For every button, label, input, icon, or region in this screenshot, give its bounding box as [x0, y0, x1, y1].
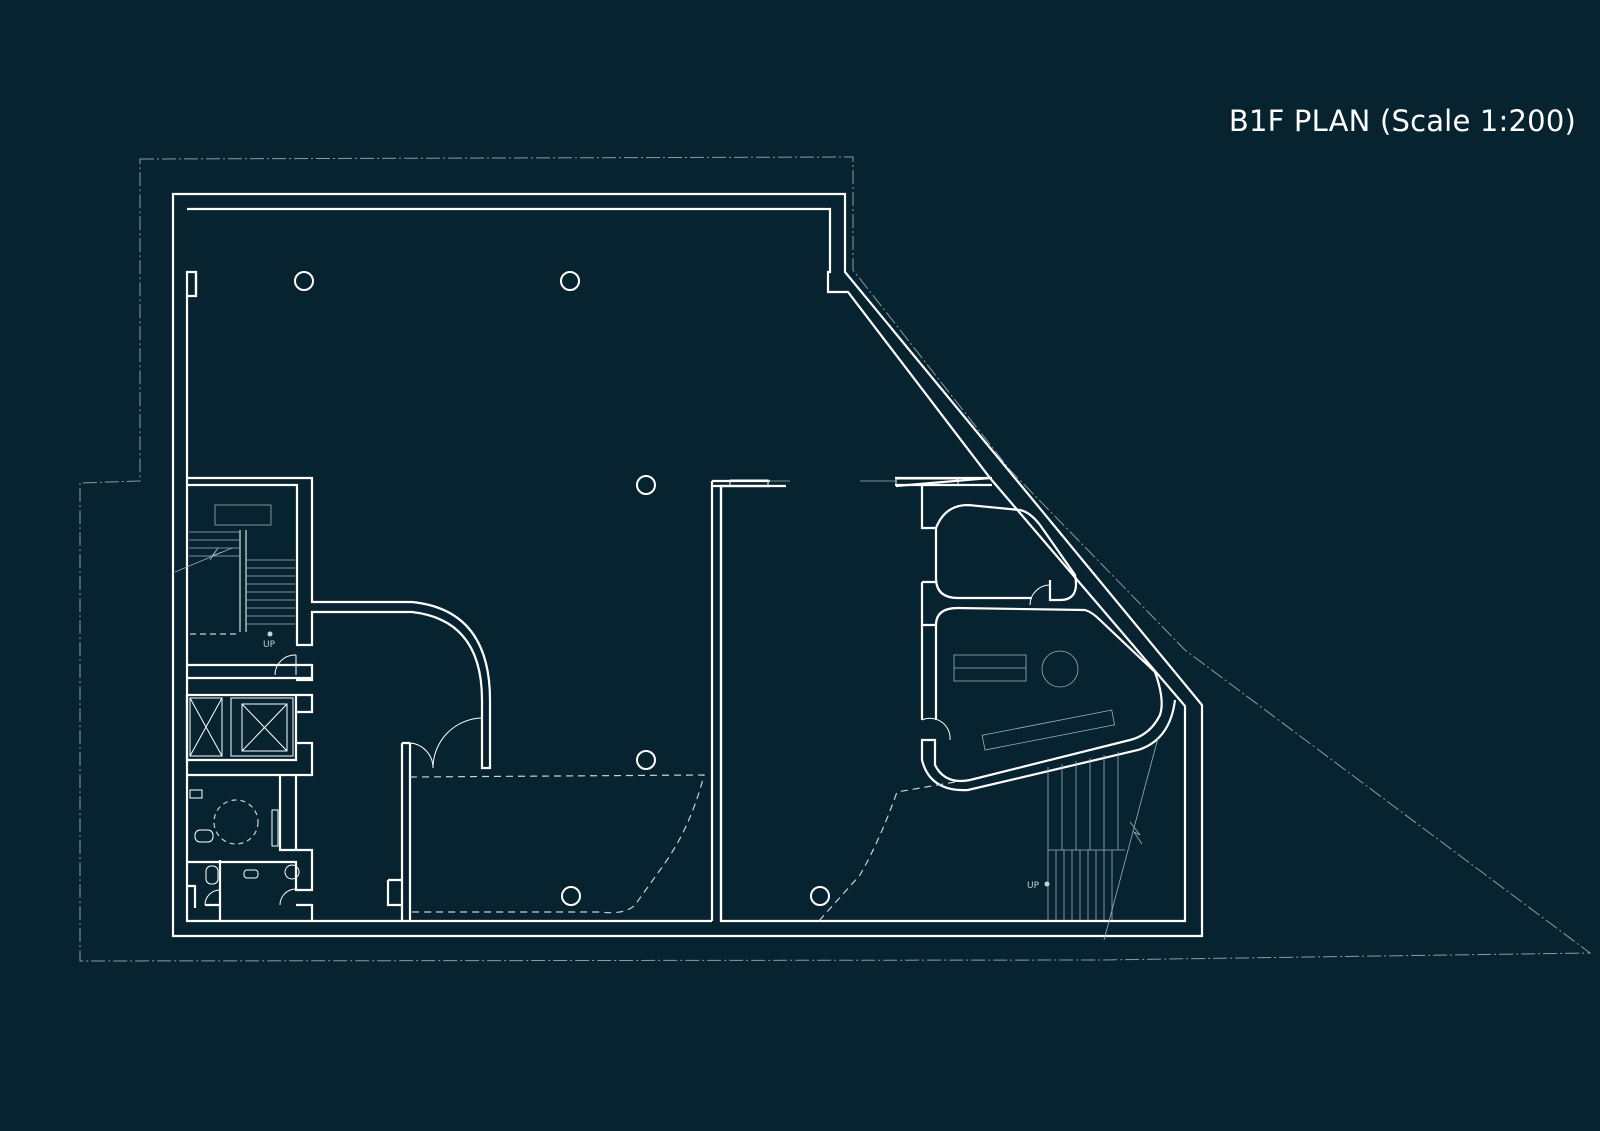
plan-title: B1F PLAN (Scale 1:200): [1228, 104, 1576, 138]
column-4: [636, 750, 656, 770]
site-boundary: [79, 156, 1592, 962]
stair-left: UP: [174, 504, 295, 650]
stair-right-up-label: UP: [1027, 881, 1040, 891]
columns: [294, 271, 830, 906]
furniture: [953, 650, 1079, 688]
column-3: [636, 475, 656, 495]
partitions: [185, 476, 1177, 921]
dashed-outlines: [409, 774, 956, 923]
toilets: [189, 789, 300, 885]
column-2: [560, 271, 580, 291]
outer-wall: [171, 192, 1204, 938]
column-1: [294, 271, 314, 291]
column-5: [561, 886, 581, 906]
column-6: [810, 886, 830, 906]
elevators: [189, 697, 294, 757]
stair-right: UP: [981, 709, 1159, 941]
stair-left-up-label: UP: [263, 640, 276, 650]
doors: [204, 478, 1051, 906]
